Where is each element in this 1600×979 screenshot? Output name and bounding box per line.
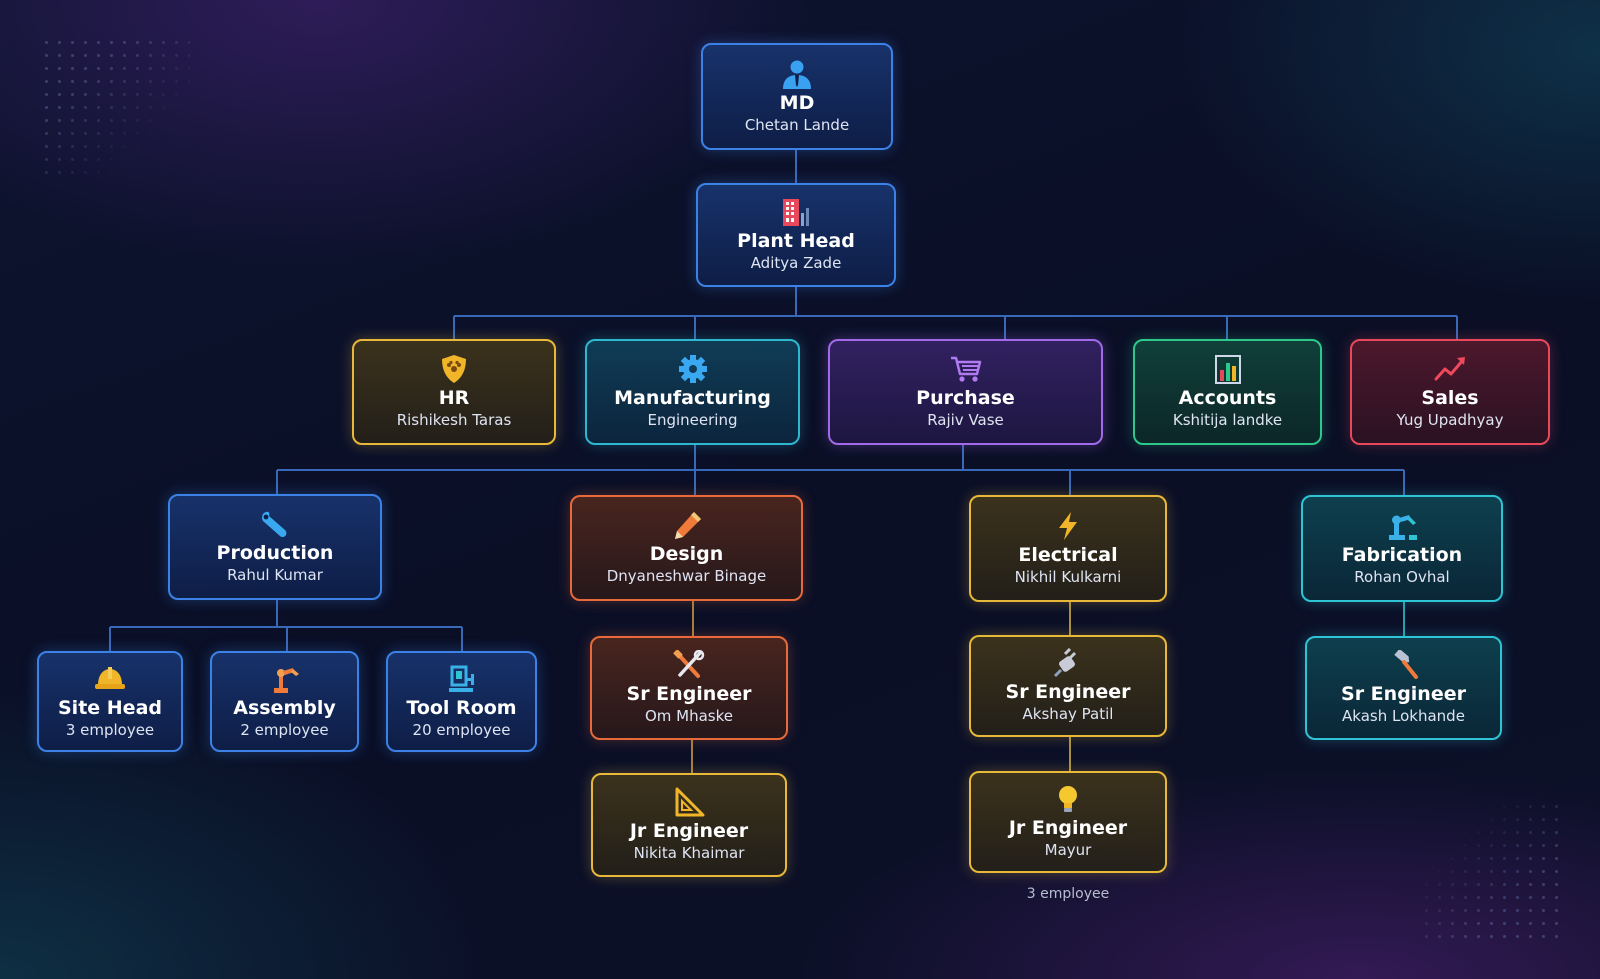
node-jr-engineer-electrical[interactable]: Jr Engineer Mayur: [969, 771, 1167, 873]
node-subtitle: Kshitija landke: [1172, 411, 1283, 429]
node-subtitle: Om Mhaske: [644, 707, 734, 725]
node-title: Sr Engineer: [626, 683, 752, 705]
node-assembly[interactable]: Assembly 2 employee: [210, 651, 359, 752]
dot-pattern-top-left: [40, 36, 190, 176]
set-square-icon: [675, 787, 705, 817]
node-title: Sr Engineer: [1341, 683, 1466, 705]
node-site-head[interactable]: Site Head 3 employee: [37, 651, 183, 752]
bulb-icon: [1059, 786, 1077, 812]
node-hr[interactable]: HR Rishikesh Taras: [352, 339, 556, 445]
trend-up-icon: [1434, 357, 1465, 381]
factory-icon: [783, 199, 809, 226]
node-subtitle: 2 employee: [240, 720, 329, 739]
node-tool-room[interactable]: Tool Room 20 employee: [386, 651, 537, 752]
node-subtitle: Yug Upadhyay: [1396, 411, 1504, 429]
node-title: Production: [216, 542, 334, 564]
node-sr-engineer-design[interactable]: Sr Engineer Om Mhaske: [590, 636, 788, 740]
node-title: HR: [438, 387, 470, 409]
node-sr-engineer-electrical[interactable]: Sr Engineer Akshay Patil: [969, 635, 1167, 737]
node-title: Assembly: [233, 696, 336, 719]
node-title: Tool Room: [406, 696, 517, 719]
node-jr-engineer-design[interactable]: Jr Engineer Nikita Khaimar: [591, 773, 787, 877]
lightning-icon: [1059, 511, 1077, 540]
hammer-icon: [1393, 650, 1418, 679]
node-title: Sales: [1421, 387, 1479, 409]
node-title: Jr Engineer: [629, 820, 749, 842]
pencil-icon: [674, 512, 701, 539]
node-title: Site Head: [58, 696, 162, 719]
employee-count-note: 3 employee: [1026, 886, 1110, 902]
wrench-icon: [262, 511, 287, 538]
hard-hat-icon: [95, 666, 125, 689]
node-title: Purchase: [916, 387, 1015, 409]
node-subtitle: Mayur: [1044, 841, 1092, 859]
node-subtitle: 3 employee: [65, 720, 155, 739]
node-subtitle: Dnyaneshwar Binage: [606, 567, 767, 585]
node-title: Sr Engineer: [1005, 681, 1131, 703]
node-subtitle: Rohan Ovhal: [1354, 567, 1450, 586]
node-manufacturing[interactable]: Manufacturing Engineering: [585, 339, 800, 445]
tools-icon: [673, 650, 705, 678]
robot-arm-icon: [273, 667, 299, 693]
node-accounts[interactable]: Accounts Kshitija landke: [1133, 339, 1322, 445]
dot-pattern-bottom-right: [1420, 800, 1560, 940]
node-title: Electrical: [1018, 543, 1118, 566]
node-subtitle: Rahul Kumar: [227, 566, 323, 584]
node-fabrication[interactable]: Fabrication Rohan Ovhal: [1301, 495, 1503, 602]
bar-chart-icon: [1214, 355, 1241, 384]
node-subtitle: Rajiv Vase: [927, 411, 1004, 429]
shield-icon: [442, 355, 466, 383]
node-subtitle: 20 employee: [412, 720, 511, 739]
node-subtitle: Engineering: [647, 411, 738, 429]
node-sr-engineer-fabrication[interactable]: Sr Engineer Akash Lokhande: [1305, 636, 1502, 740]
node-subtitle: Akash Lokhande: [1342, 707, 1465, 725]
node-sales[interactable]: Sales Yug Upadhyay: [1350, 339, 1550, 445]
node-title: MD: [779, 91, 815, 114]
node-title: Plant Head: [737, 230, 855, 252]
node-subtitle: Aditya Zade: [750, 254, 842, 272]
node-subtitle: Chetan Lande: [744, 115, 850, 134]
node-subtitle: Nikita Khaimar: [633, 844, 745, 862]
person-icon: [783, 60, 811, 89]
node-subtitle: Rishikesh Taras: [396, 411, 512, 429]
vise-icon: [448, 665, 474, 692]
node-md[interactable]: MD Chetan Lande: [701, 43, 893, 150]
robot-arm-icon: [1389, 514, 1417, 540]
cart-icon: [950, 356, 981, 382]
node-design[interactable]: Design Dnyaneshwar Binage: [570, 495, 803, 601]
node-electrical[interactable]: Electrical Nikhil Kulkarni: [969, 495, 1167, 602]
gear-icon: [678, 355, 707, 383]
plug-icon: [1053, 648, 1077, 678]
node-production[interactable]: Production Rahul Kumar: [168, 494, 382, 600]
node-title: Jr Engineer: [1008, 817, 1128, 839]
node-title: Design: [649, 543, 724, 565]
node-title: Manufacturing: [614, 387, 771, 409]
node-subtitle: Nikhil Kulkarni: [1014, 567, 1122, 586]
node-plant-head[interactable]: Plant Head Aditya Zade: [696, 183, 896, 287]
node-purchase[interactable]: Purchase Rajiv Vase: [828, 339, 1103, 445]
node-title: Accounts: [1178, 387, 1277, 409]
node-title: Fabrication: [1341, 543, 1463, 566]
node-subtitle: Akshay Patil: [1022, 705, 1114, 723]
